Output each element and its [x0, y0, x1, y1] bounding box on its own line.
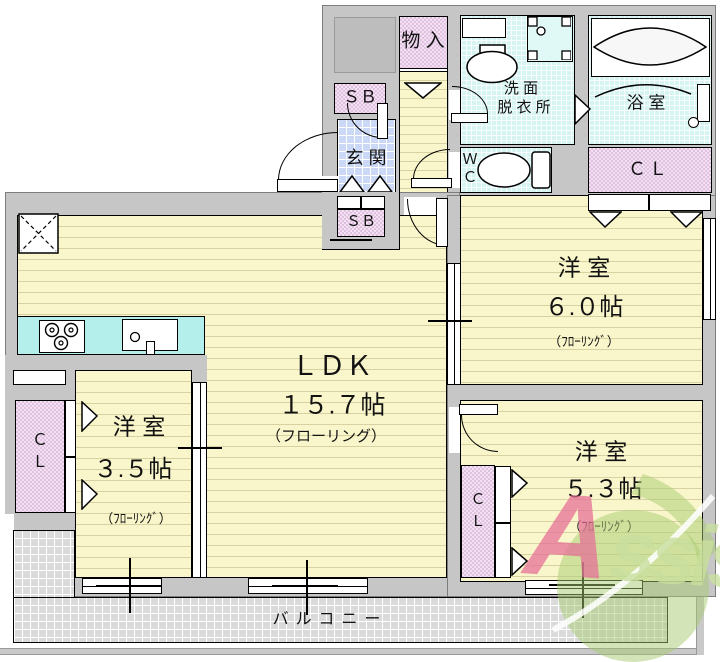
west53-doorway: [449, 407, 460, 453]
void-block: [334, 17, 396, 73]
washer-pan: [527, 16, 573, 62]
sliding-partition-west35: [192, 382, 207, 578]
label-west53-size: ５.３帖: [563, 475, 643, 503]
refrigerator-space-icon: [18, 213, 59, 254]
shoe-box-lower-door: [361, 196, 385, 209]
label-sb-lower: ＳＢ: [345, 212, 377, 230]
label-west35-size: ３.５帖: [93, 455, 173, 483]
shoe-box-lower: [337, 209, 385, 237]
dimension-line: [428, 320, 472, 322]
room-west6: [460, 195, 703, 385]
assist-logo-text: Assist: [518, 465, 720, 648]
partition-top-wall: [192, 355, 207, 384]
label-west6-size: ６.０帖: [544, 293, 624, 321]
label-washroom-line1: 洗 面: [503, 79, 539, 97]
label-ldk-name: ＬＤＫ: [291, 351, 373, 382]
window-west6-right: [703, 218, 716, 320]
closet-west35-door-icon: [81, 479, 98, 510]
closet-west53-door-icon: [511, 469, 528, 498]
wc-door-leaf: [411, 178, 452, 188]
label-west53-name: 洋 室: [574, 438, 628, 465]
bathroom-door-swing: [594, 83, 692, 98]
closet-bath-side-door: [588, 194, 649, 211]
stove-icon: [39, 320, 85, 353]
label-sb-upper: ＳＢ: [343, 87, 377, 107]
label-ldk-flooring: （フローリング）: [265, 427, 387, 445]
kitchen-faucet-icon: [146, 341, 155, 355]
label-balcony: バルコニー: [272, 611, 388, 629]
closet-west53-door: [495, 466, 511, 523]
bathtub-icon: [591, 18, 710, 77]
assist-logo-leaf-icon: [551, 474, 717, 662]
label-wc-line2: Ｃ: [462, 168, 478, 186]
label-west35-flooring: （ﾌﾛｰﾘﾝｸﾞ）: [100, 510, 172, 526]
label-cl-west35-line2: Ｌ: [31, 454, 49, 472]
washbasin-icon: [466, 44, 518, 84]
washroom-door-leaf: [451, 113, 488, 123]
dimension-line: [178, 447, 222, 449]
label-bathroom: 浴 室: [626, 93, 666, 113]
closet-bath-side-door-icon: [670, 211, 703, 228]
label-washroom-line2: 脱 衣 所: [497, 98, 551, 116]
label-ldk-size: １５.７帖: [278, 391, 386, 420]
shoe-box-shelf-line: [330, 239, 372, 241]
dimension-line: [306, 560, 308, 615]
label-west35-name: 洋 室: [112, 413, 166, 440]
closet-bath-side-door: [649, 194, 711, 211]
toilet-icon: [477, 151, 551, 189]
label-west6-name: 洋 室: [557, 254, 611, 281]
closet-west35-door-icon: [81, 401, 98, 432]
closet-west35: [15, 400, 65, 513]
west53-door-leaf: [459, 404, 498, 415]
balcony: [13, 597, 668, 643]
closet-west53-door-icon: [511, 547, 528, 576]
kitchen-side-cabinet: [13, 370, 66, 385]
label-cl-west35-line1: Ｃ: [31, 432, 49, 450]
label-wc-line1: Ｗ: [462, 150, 478, 168]
dimension-line: [272, 585, 338, 587]
assist-logo-initial: A: [520, 467, 616, 605]
closet-bath-side: [588, 147, 712, 193]
closet-west53: [461, 465, 495, 578]
entrance-step-icon: [367, 175, 393, 193]
bathroom-door-icon: [574, 94, 591, 125]
wc-doorway: [449, 152, 460, 188]
sliding-partition-west6: [447, 263, 461, 385]
room-west35: [75, 370, 192, 578]
storage-door-swing-icon: [404, 82, 442, 99]
shoe-box-lower-door: [337, 196, 361, 209]
label-entrance: 玄 関: [345, 148, 387, 169]
dimension-line: [96, 585, 162, 587]
entry-door-swing: [278, 132, 338, 180]
washroom-cabinet: [462, 18, 506, 38]
ldk-door-leaf: [436, 198, 448, 247]
entrance-step-icon: [339, 175, 365, 193]
boundary-line-bottom: [0, 648, 704, 655]
entrance-hall-door-leaf: [377, 103, 388, 139]
outer-wall-end: [0, 514, 14, 599]
label-west6-flooring: （ﾌﾛｰﾘﾝｸﾞ）: [548, 333, 620, 349]
closet-bath-side-door-icon: [589, 211, 622, 228]
bathroom-side-door: [697, 84, 710, 122]
assist-logo-rest: ssist: [606, 502, 720, 610]
label-cl-bath: ＣＬ: [628, 159, 670, 180]
label-cl-west53-line1: Ｃ: [470, 490, 486, 508]
label-storage: 物 入: [401, 30, 445, 52]
entry-door-leaf: [277, 179, 338, 192]
label-cl-west53-line2: Ｌ: [470, 512, 486, 530]
bathroom-drain-icon: [688, 117, 699, 128]
closet-west53-door: [495, 523, 511, 578]
balcony-side: [13, 530, 75, 599]
